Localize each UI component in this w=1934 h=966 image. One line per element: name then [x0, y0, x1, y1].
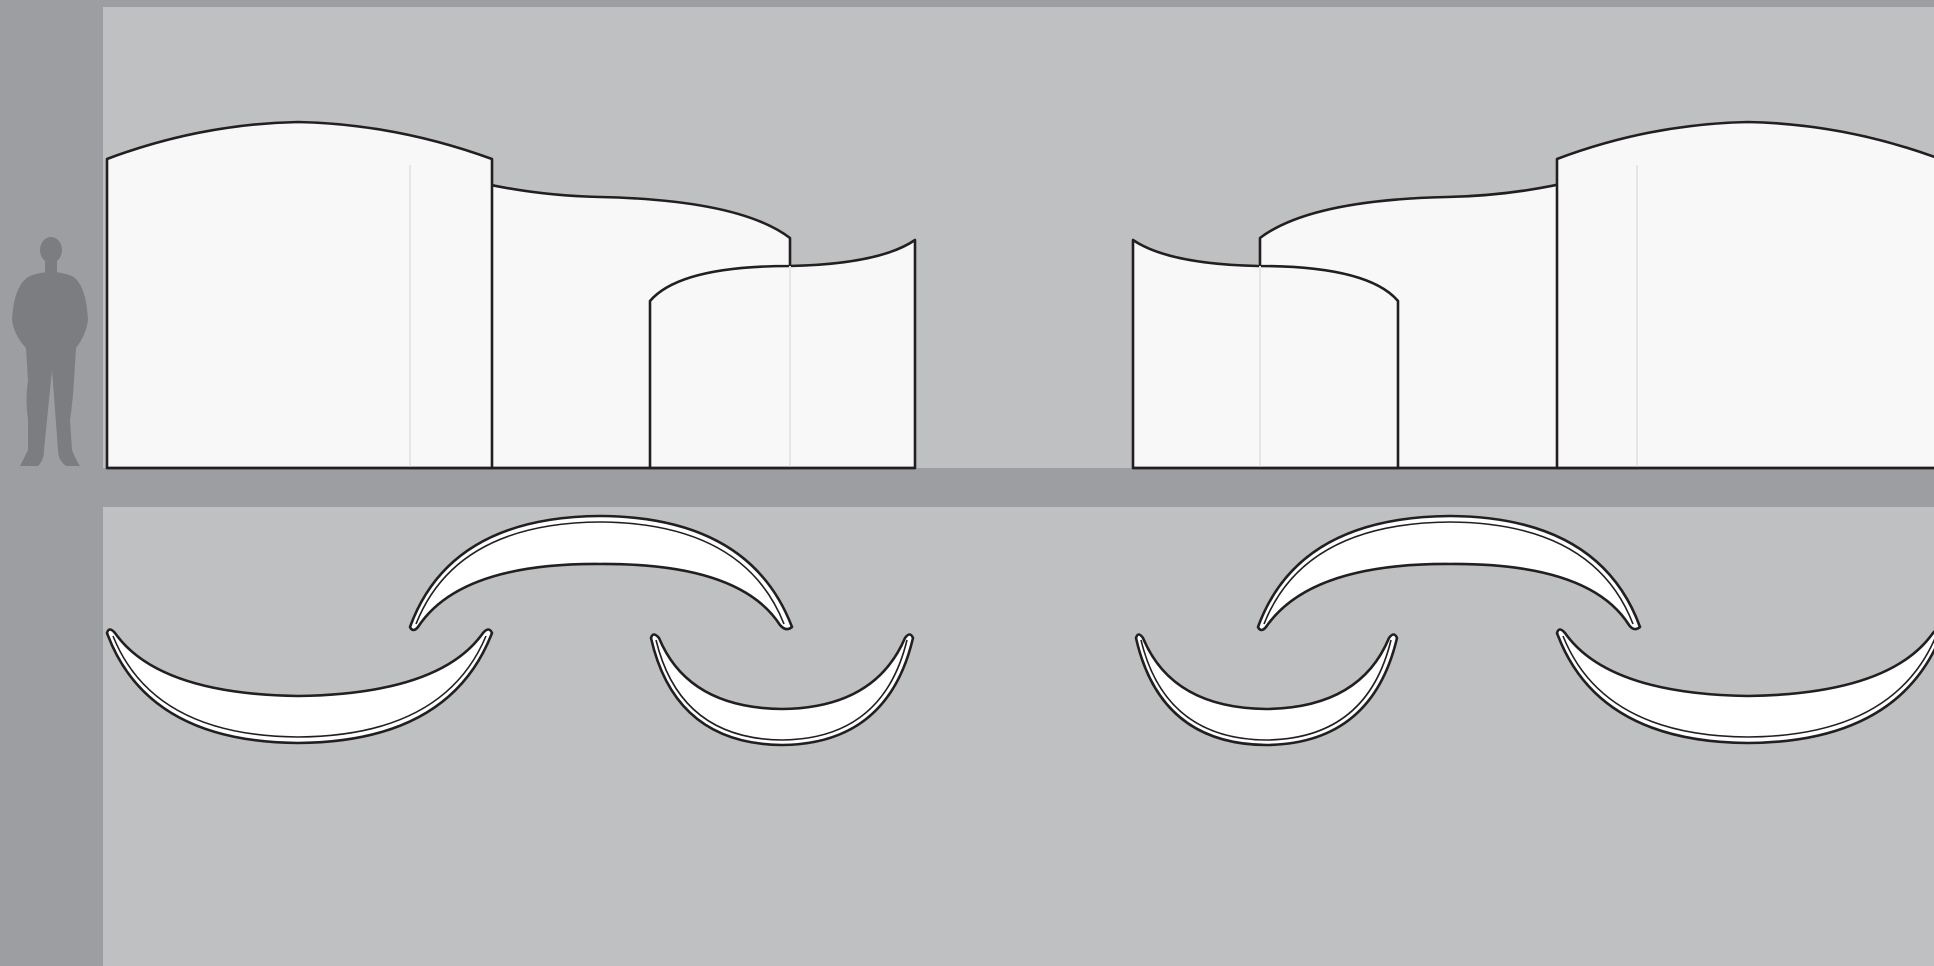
plan-panel-right-wide [1555, 628, 1934, 745]
human-silhouette-icon [12, 237, 88, 466]
elevation-view [105, 120, 1934, 470]
plan-panel-right-small [1134, 633, 1399, 747]
plan-panel-right-small-inner [1140, 639, 1392, 741]
plan-panel-left-top [408, 514, 794, 632]
plan-panel-left-top-inner [415, 521, 785, 625]
plan-view [105, 514, 1934, 747]
plan-panel-right-wide-inner [1562, 635, 1934, 738]
plan-panel-right-top [1256, 514, 1642, 632]
plan-panel-left-small-inner [655, 639, 908, 741]
plan-panel-left-wide-inner [112, 635, 487, 738]
elevation-panel-right-small [1131, 238, 1400, 470]
plan-panel-left-wide [105, 628, 494, 745]
left-band [0, 0, 103, 966]
elevation-panel-right-tall [1555, 120, 1934, 470]
top-band [0, 0, 1934, 7]
floor-band [103, 468, 1934, 507]
elevation-panel-left-tall [105, 120, 494, 470]
plan-panel-left-small [649, 633, 915, 747]
plan-panel-right-top-inner [1263, 521, 1634, 625]
